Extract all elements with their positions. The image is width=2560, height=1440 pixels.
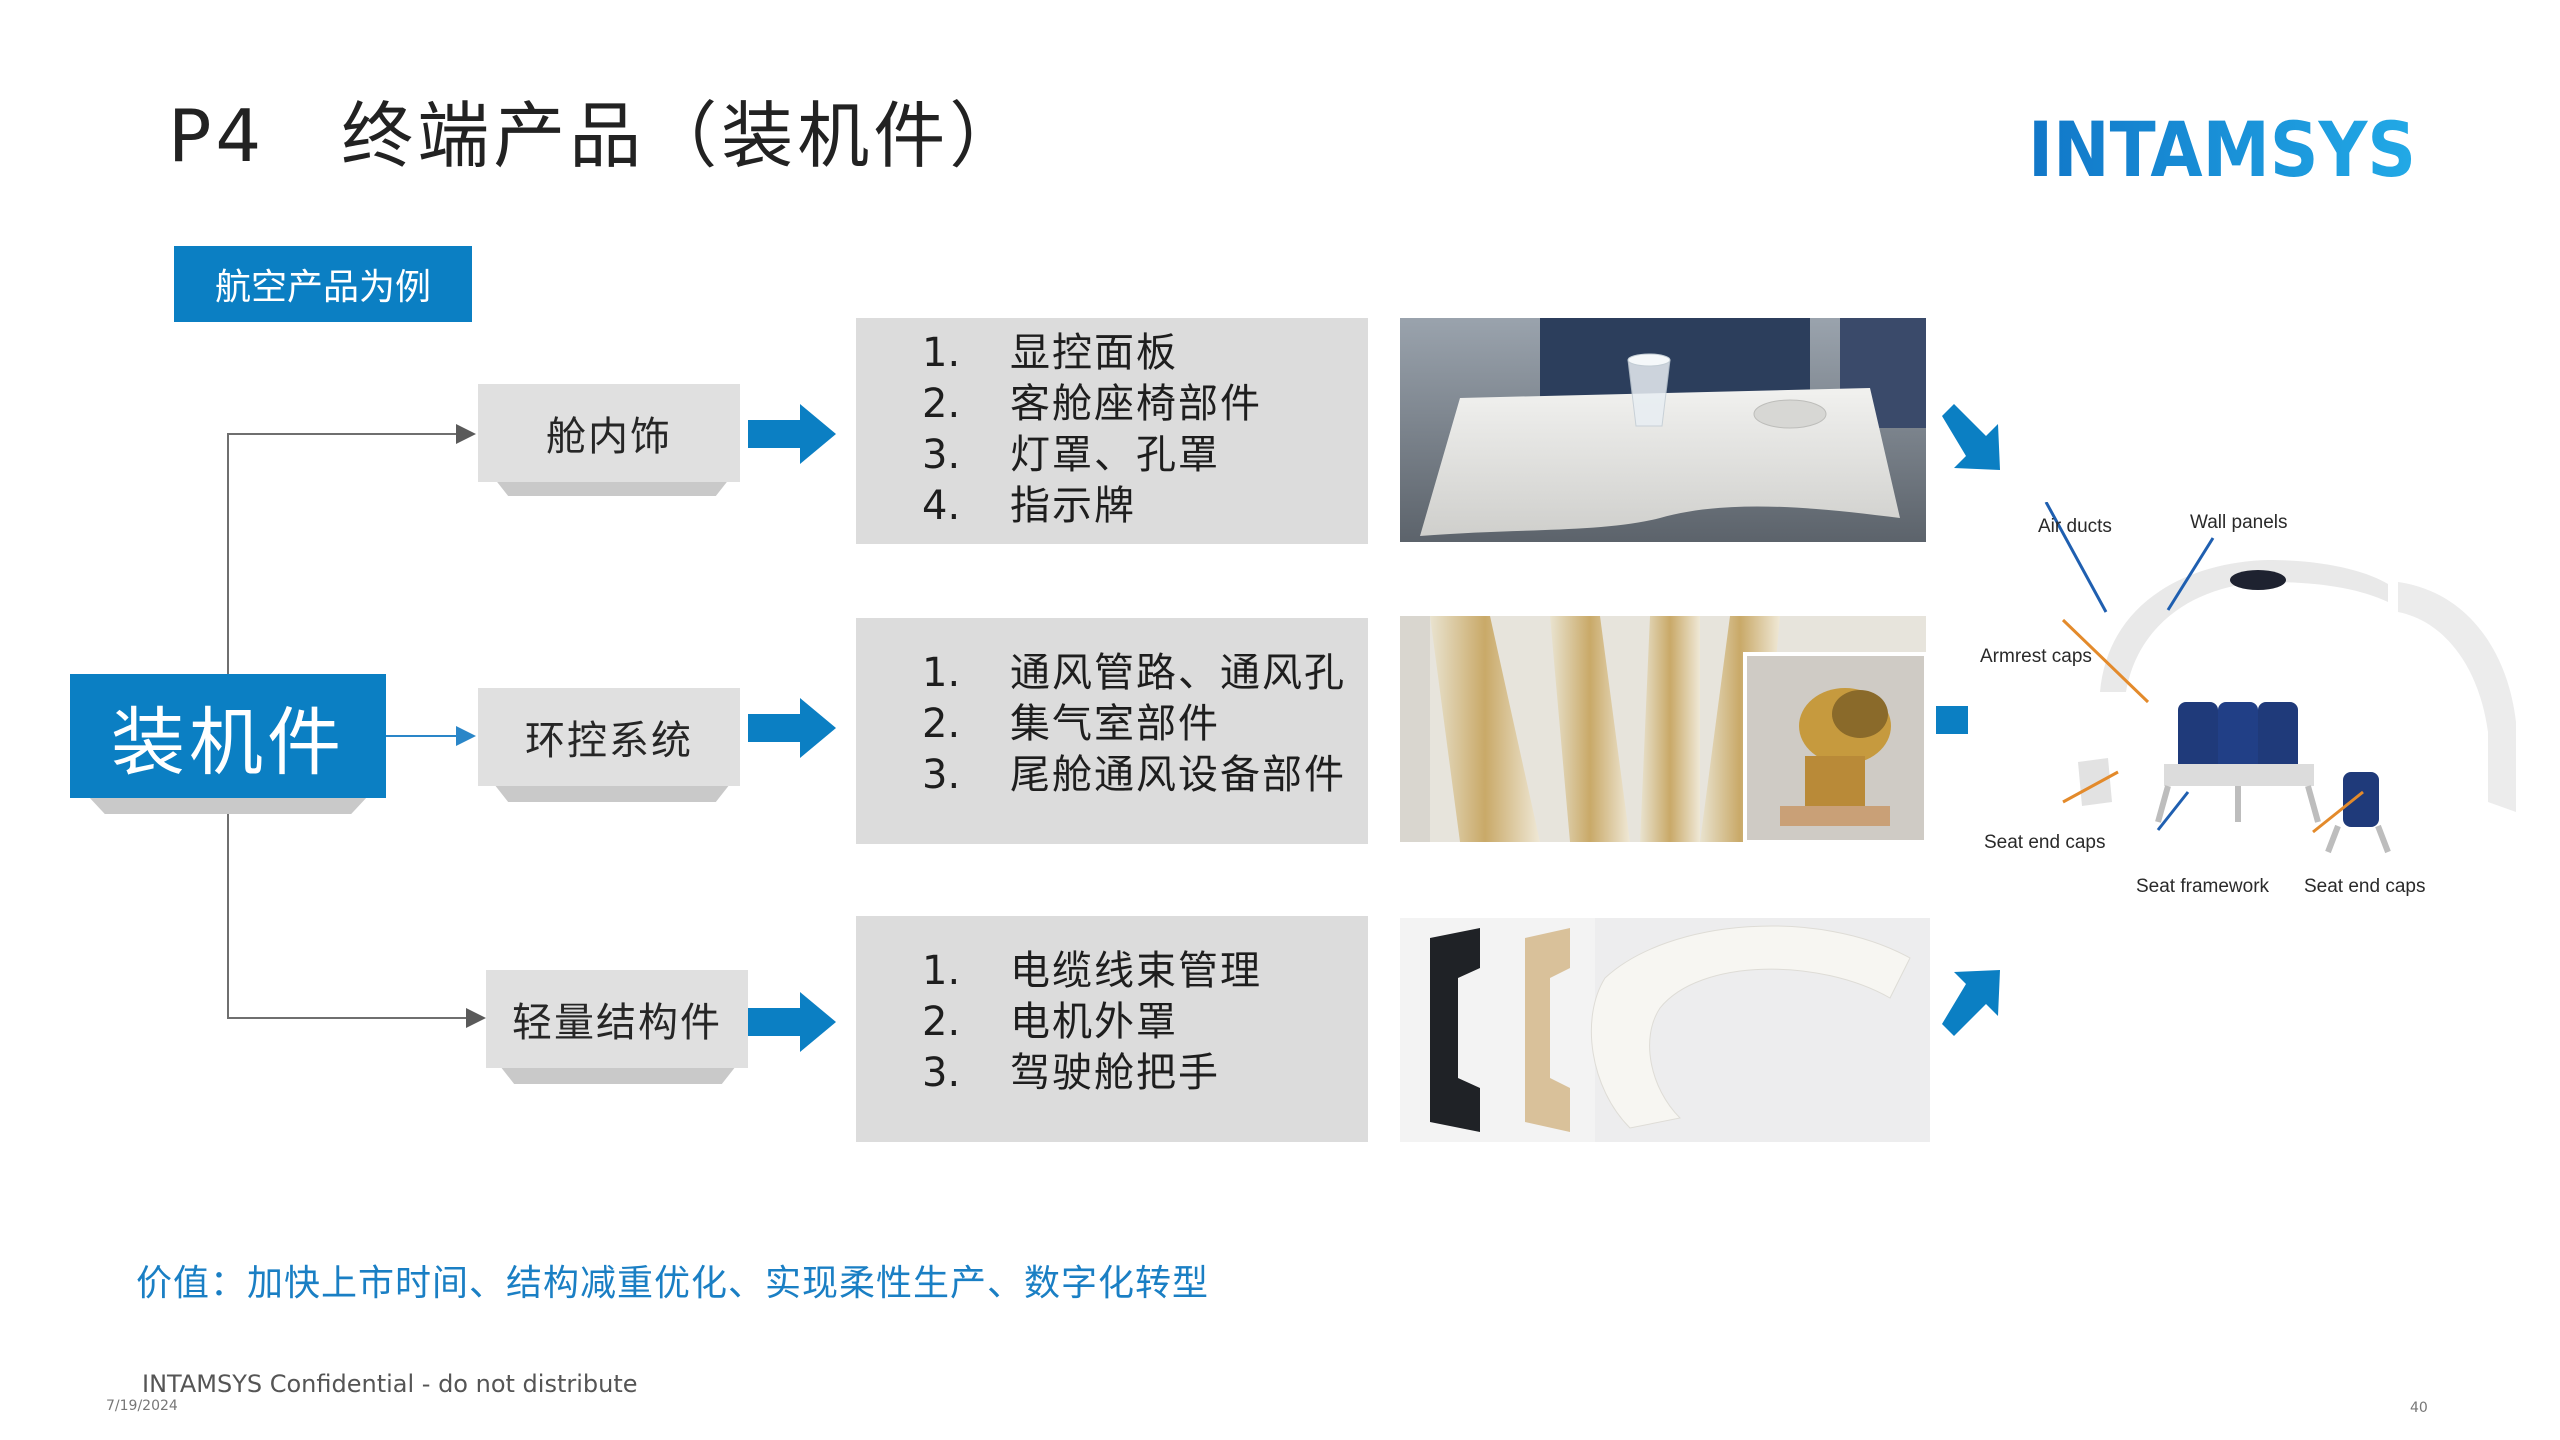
svg-text:Seat end caps: Seat end caps bbox=[1984, 832, 2105, 853]
list-cabin-interior: 1.显控面板 2.客舱座椅部件 3.灯罩、孔罩 4.指示牌 bbox=[856, 318, 1368, 544]
slide-title: P4 终端产品（装机件） bbox=[168, 94, 1026, 178]
svg-text:Seat end caps: Seat end caps bbox=[2304, 876, 2425, 897]
svg-text:Air ducts: Air ducts bbox=[2038, 516, 2112, 537]
category-lightweight-structure: 轻量结构件 bbox=[486, 970, 748, 1068]
list-item: 2.集气室部件 bbox=[922, 701, 1220, 747]
intamsys-logo: INTAMSYS bbox=[2028, 112, 2416, 180]
svg-text:Wall panels: Wall panels bbox=[2190, 512, 2288, 533]
tag-label: 航空产品为例 bbox=[174, 246, 472, 322]
list-item: 1.电缆线束管理 bbox=[922, 948, 1262, 994]
diagonal-down-arrow-icon bbox=[1942, 404, 2000, 470]
category-environment-control: 环控系统 bbox=[478, 688, 740, 786]
slide-date: 7/19/2024 bbox=[106, 1398, 178, 1414]
right-arrow-icon bbox=[748, 698, 836, 758]
list-item: 1.通风管路、通风孔 bbox=[922, 650, 1346, 696]
list-lightweight-structure: 1.电缆线束管理 2.电机外罩 3.驾驶舱把手 bbox=[856, 916, 1368, 1142]
main-category-box: 装机件 bbox=[70, 674, 386, 798]
diagonal-up-arrow-icon bbox=[1942, 970, 2000, 1036]
list-item: 2.客舱座椅部件 bbox=[922, 381, 1262, 427]
list-item: 3.驾驶舱把手 bbox=[922, 1050, 1220, 1096]
printed-brackets-photo bbox=[1400, 918, 1930, 1142]
list-environment-control: 1.通风管路、通风孔 2.集气室部件 3.尾舱通风设备部件 bbox=[856, 618, 1368, 844]
ventilation-duct-photo bbox=[1400, 616, 1926, 842]
tray-table-photo bbox=[1400, 318, 1926, 542]
svg-text:Armrest caps: Armrest caps bbox=[1980, 646, 2092, 667]
page-number: 40 bbox=[2410, 1400, 2428, 1416]
svg-text:INTAMSYS: INTAMSYS bbox=[2028, 112, 2416, 180]
right-arrow-icon bbox=[748, 404, 836, 464]
svg-text:Seat framework: Seat framework bbox=[2136, 876, 2270, 897]
confidential-footer: INTAMSYS Confidential - do not distribut… bbox=[142, 1370, 638, 1398]
value-statement: 价值：加快上市时间、结构减重优化、实现柔性生产、数字化转型 bbox=[136, 1263, 1210, 1304]
list-item: 4.指示牌 bbox=[922, 483, 1136, 529]
right-arrow-icon bbox=[748, 992, 836, 1052]
list-item: 3.尾舱通风设备部件 bbox=[922, 752, 1346, 798]
list-item: 1.显控面板 bbox=[922, 330, 1178, 376]
cabin-diagram: Air ducts Wall panels Armrest caps Seat … bbox=[1968, 502, 2560, 922]
list-item: 2.电机外罩 bbox=[922, 999, 1178, 1045]
list-item: 3.灯罩、孔罩 bbox=[922, 432, 1220, 478]
category-cabin-interior: 舱内饰 bbox=[478, 384, 740, 482]
